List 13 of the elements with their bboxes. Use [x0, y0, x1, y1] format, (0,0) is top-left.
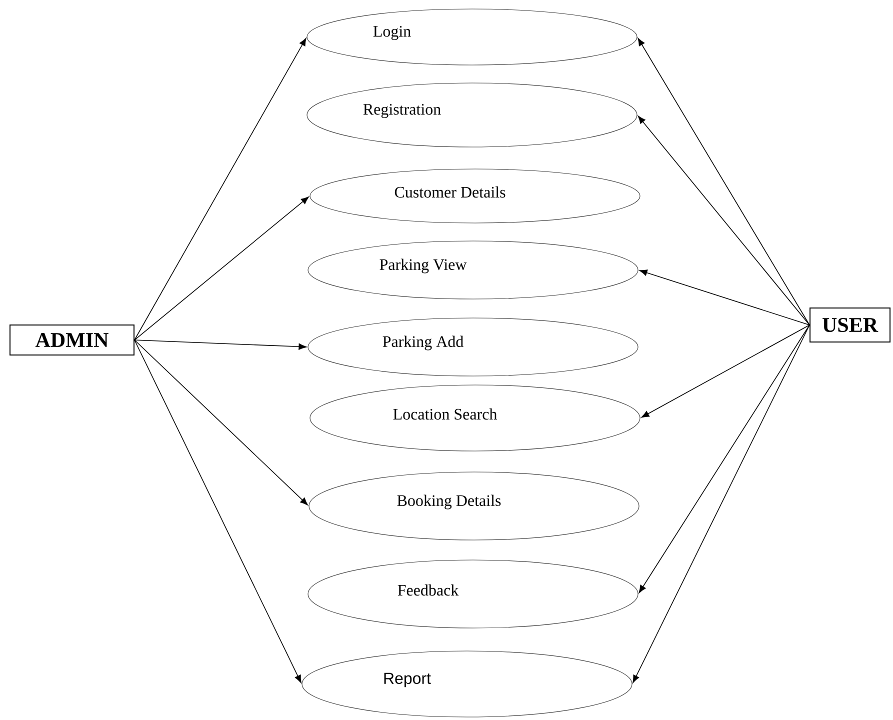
arrow [638, 324, 810, 594]
arrow [134, 196, 309, 340]
actor-box: ADMIN [10, 324, 134, 356]
arrow [641, 324, 810, 418]
arrow [134, 340, 308, 506]
arrow [632, 324, 810, 683]
arrow [638, 38, 810, 326]
actor-box: USER [810, 308, 891, 342]
arrow [134, 38, 306, 340]
arrow [638, 116, 810, 326]
arrow [134, 340, 302, 683]
arrow [639, 270, 810, 326]
arrow [134, 340, 307, 350]
